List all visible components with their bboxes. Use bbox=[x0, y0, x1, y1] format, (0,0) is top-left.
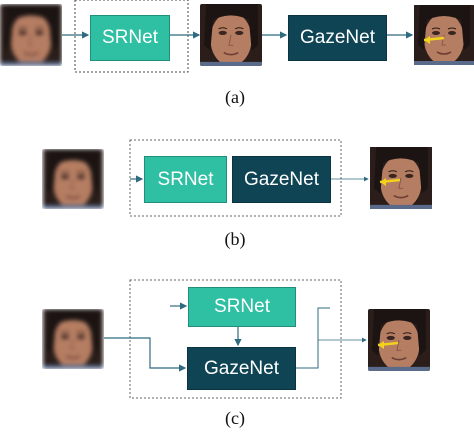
output-face-image-a bbox=[414, 4, 474, 66]
srnet-label-b: SRNet bbox=[157, 168, 214, 190]
gazenet-box-a: GazeNet bbox=[288, 15, 387, 61]
srnet-box-c: SRNet bbox=[188, 287, 296, 327]
output-face-image-c bbox=[368, 309, 430, 371]
gazenet-label-a: GazeNet bbox=[300, 27, 375, 48]
gazenet-label-c: GazeNet bbox=[204, 357, 279, 379]
pipeline-b-dashed-frame bbox=[129, 139, 342, 217]
srnet-box-b: SRNet bbox=[144, 156, 227, 203]
srnet-label-c: SRNet bbox=[214, 296, 270, 317]
input-face-image-b bbox=[42, 149, 104, 209]
arrow-input-to-gazenet-c bbox=[104, 337, 187, 372]
input-face-image-a bbox=[0, 4, 62, 66]
gazenet-box-c: GazeNet bbox=[187, 347, 296, 390]
srnet-box-a: SRNet bbox=[90, 15, 170, 61]
gazenet-label-b: GazeNet bbox=[244, 168, 319, 190]
srnet-label-a: SRNet bbox=[102, 27, 158, 48]
output-face-image-b bbox=[370, 146, 432, 210]
connector-gazenet-out-c bbox=[294, 307, 330, 369]
pipeline-c-dashed-frame bbox=[129, 279, 342, 399]
caption-c: (c) bbox=[225, 408, 245, 428]
enhanced-face-image-a bbox=[200, 4, 262, 66]
caption-a: (a) bbox=[225, 87, 245, 107]
gazenet-box-b: GazeNet bbox=[232, 156, 331, 203]
pipeline-a-dashed-frame bbox=[74, 0, 189, 73]
input-face-image-c bbox=[42, 309, 104, 369]
caption-b: (b) bbox=[224, 229, 246, 249]
